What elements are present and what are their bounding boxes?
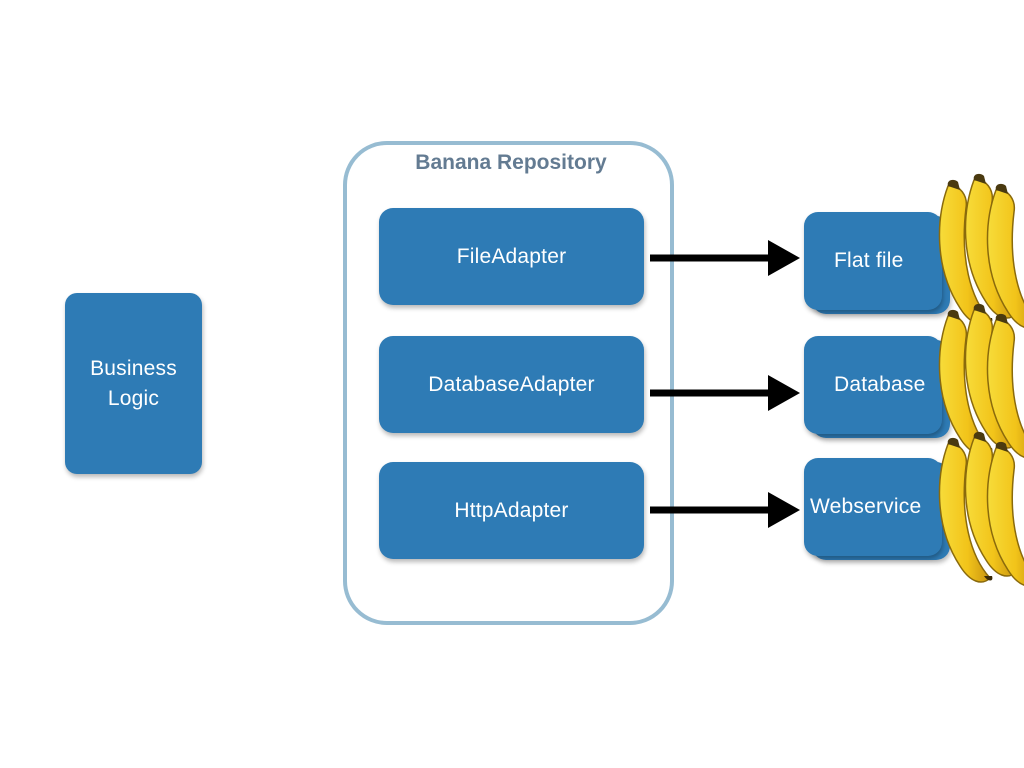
file-adapter-box: FileAdapter	[379, 208, 644, 305]
business-logic-label: Business Logic	[90, 356, 177, 410]
webservice-box: Webservice	[804, 458, 942, 556]
database-adapter-label: DatabaseAdapter	[428, 372, 595, 396]
banana-bunch-icon	[939, 174, 1024, 328]
flat-file-label: Flat file	[834, 249, 904, 272]
banana-bunch-icon	[939, 432, 1024, 586]
banana-repository-title: Banana Repository	[415, 151, 607, 174]
banana-bunch-icon	[939, 304, 1024, 458]
webservice-label: Webservice	[810, 495, 922, 518]
database-adapter-box: DatabaseAdapter	[379, 336, 644, 433]
database-label: Database	[834, 373, 926, 396]
http-adapter-label: HttpAdapter	[454, 498, 569, 522]
database-box: Database	[804, 336, 942, 434]
file-adapter-label: FileAdapter	[456, 244, 567, 268]
flat-file-box: Flat file	[804, 212, 942, 310]
business-logic-box: Business Logic	[65, 293, 202, 474]
http-adapter-box: HttpAdapter	[379, 462, 644, 559]
